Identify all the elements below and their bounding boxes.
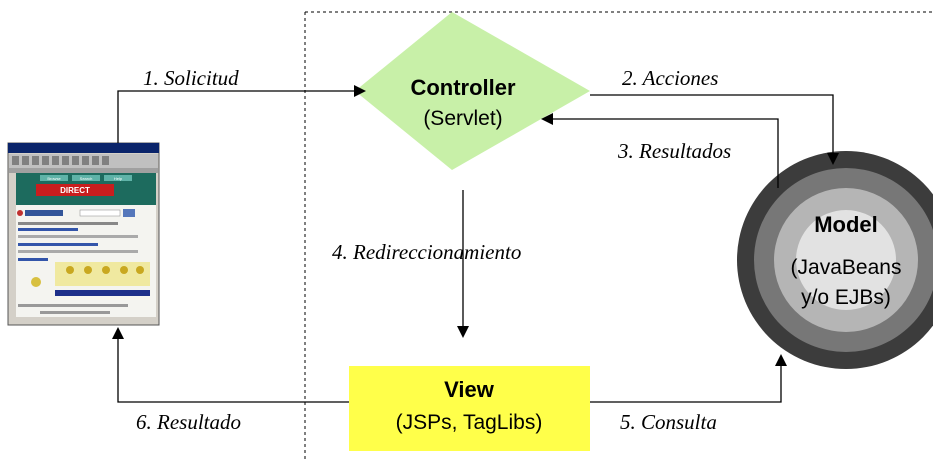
browser-banner: DIRECT [60, 186, 90, 195]
browser-nav-tabs: Browse Search Help [40, 175, 132, 181]
arrow-solicitud [117, 85, 366, 143]
view-subtitle: (JSPs, TagLibs) [396, 411, 543, 434]
browser-nav-tab: Search [80, 176, 93, 181]
model-line2: y/o EJBs) [801, 286, 891, 309]
arrow-resultado [112, 327, 349, 403]
controller-subtitle: (Servlet) [423, 107, 502, 130]
browser-screenshot: Browse Search Help DIRECT [7, 142, 160, 326]
label-consulta: 5. Consulta [620, 410, 717, 434]
arrow-resultados [541, 113, 779, 188]
arrow-acciones [590, 94, 839, 165]
label-resultados: 3. Resultados [617, 139, 731, 163]
label-acciones: 2. Acciones [622, 66, 718, 90]
label-redireccionamiento: 4. Redireccionamiento [332, 240, 521, 264]
view-node [349, 366, 590, 451]
arrow-consulta [590, 354, 787, 403]
browser-nav-tab: Browse [47, 176, 61, 181]
controller-title: Controller [410, 75, 516, 100]
label-resultado: 6. Resultado [136, 410, 241, 434]
controller-node [355, 12, 590, 170]
model-title: Model [814, 212, 878, 237]
browser-nav-tab: Help [114, 176, 123, 181]
model-line1: (JavaBeans [791, 256, 902, 279]
model-node [737, 151, 933, 369]
view-title: View [444, 377, 495, 402]
label-solicitud: 1. Solicitud [143, 66, 239, 90]
